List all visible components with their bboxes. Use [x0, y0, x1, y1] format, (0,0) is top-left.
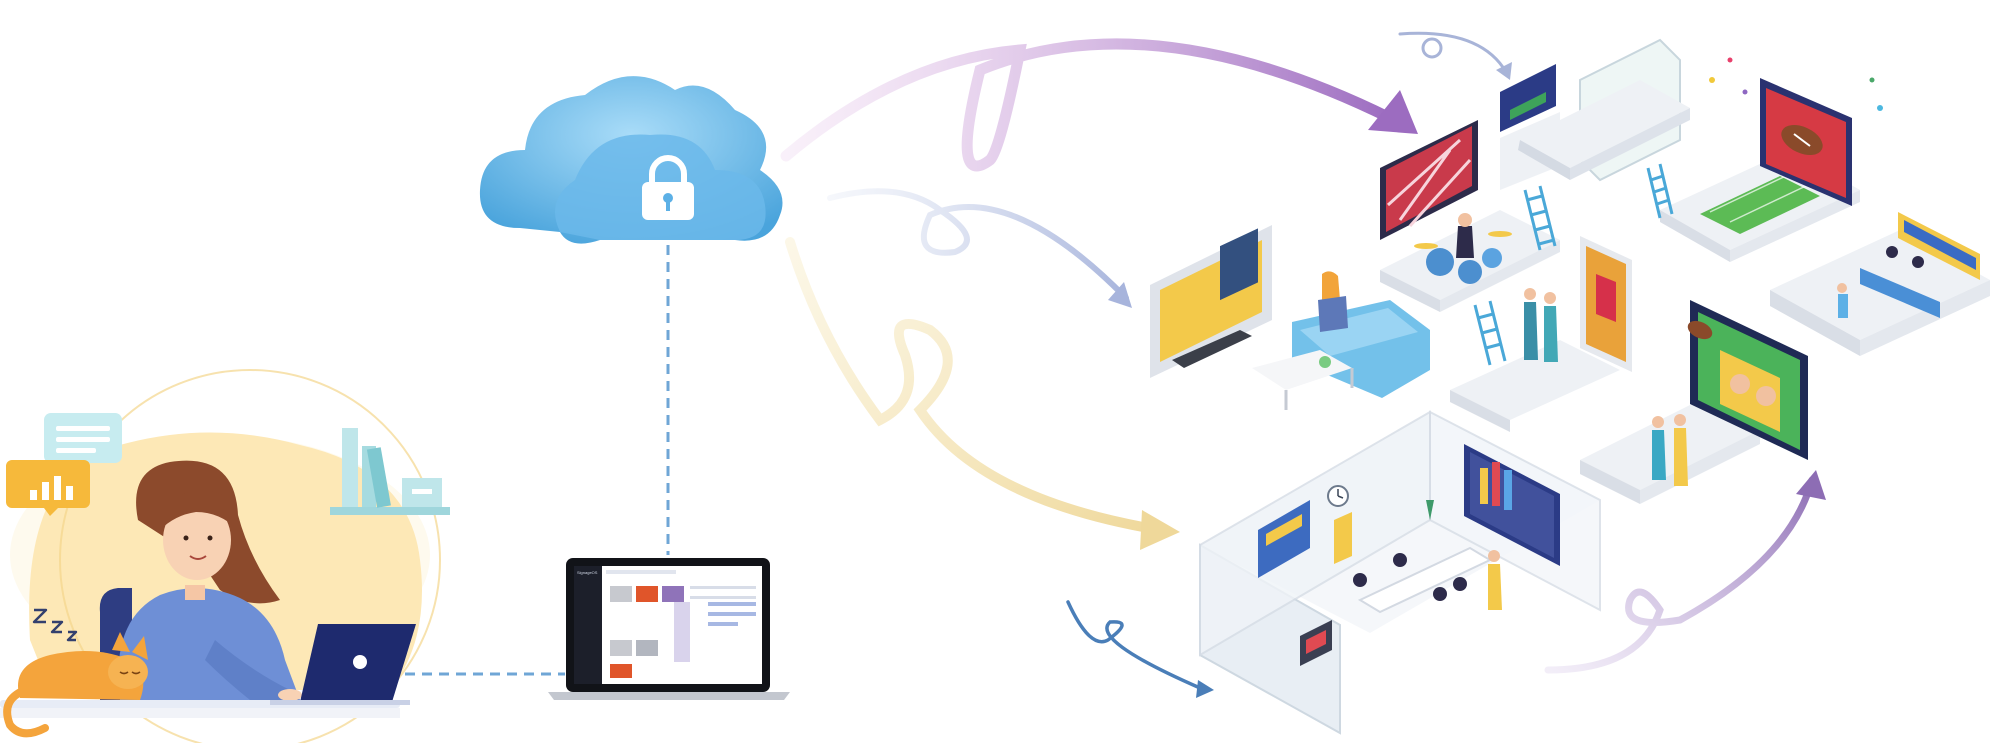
sports-field-scene [1660, 57, 1883, 262]
person-hair [1322, 271, 1340, 302]
wall-poster [1334, 512, 1352, 564]
poster-scene [1580, 300, 1808, 504]
arrowhead [1496, 62, 1512, 80]
office-meeting-room [1199, 410, 1601, 735]
jersey [1596, 274, 1616, 322]
bar-scene [1500, 38, 1690, 190]
cloud-security [479, 76, 783, 244]
loop [1421, 37, 1443, 59]
eye [207, 535, 213, 541]
jersey-scene [1450, 236, 1632, 432]
attendee [1433, 587, 1447, 601]
laptop-back [270, 624, 416, 705]
chat-lines-icon [44, 413, 122, 463]
person [1544, 306, 1558, 362]
flow-arrows [780, 31, 1826, 698]
neck [185, 585, 205, 600]
woman [118, 460, 302, 701]
arrowhead [1796, 470, 1826, 500]
hand [278, 689, 302, 701]
ladders [1473, 163, 1674, 366]
sofa [1292, 300, 1430, 398]
sleeping-cat [3, 632, 148, 738]
arrow-to-sports [1544, 476, 1816, 674]
drum [1482, 248, 1502, 268]
drum [1458, 260, 1482, 284]
arrow-to-office [785, 237, 1165, 535]
cymbal [1414, 243, 1438, 249]
eye [183, 535, 189, 541]
cymbal [1488, 231, 1512, 237]
lock-icon [642, 155, 694, 220]
drummer [1456, 226, 1474, 258]
attendee [1393, 553, 1407, 567]
arrow-small-top [1398, 31, 1508, 74]
arrowhead [1108, 282, 1132, 308]
arrow-to-concert [780, 38, 1396, 172]
arrowhead [1196, 680, 1214, 698]
arrow-to-home [827, 188, 1129, 301]
face [163, 500, 231, 580]
backdrop-ring [59, 369, 441, 743]
desk-edge [0, 708, 400, 718]
drum [1426, 248, 1454, 276]
bar-chart-icon [6, 460, 90, 516]
person [1524, 302, 1538, 360]
field [1700, 176, 1820, 234]
woman-workspace [0, 369, 450, 743]
arrow-to-meeting [1066, 600, 1202, 690]
retail-scene [1770, 212, 1990, 356]
arrowhead [1140, 510, 1180, 550]
presenter [1488, 550, 1500, 562]
attendee [1453, 577, 1467, 591]
arrowhead [1368, 90, 1418, 134]
laptop-brand: SignageOS [577, 570, 598, 575]
smile [189, 555, 207, 560]
person [1652, 430, 1666, 480]
living-room-scene [1150, 225, 1430, 410]
person [1674, 428, 1688, 486]
counter [1860, 268, 1940, 318]
attendee [1353, 573, 1367, 587]
arm [205, 640, 300, 700]
concert-scene [1380, 120, 1560, 312]
cms-laptop: SignageOS [548, 558, 790, 700]
sleep-z-icon [32, 608, 78, 642]
book-shelf-icon [330, 428, 450, 515]
cms-sidebar [574, 566, 602, 684]
fringe [160, 490, 239, 530]
plant [1426, 500, 1434, 520]
